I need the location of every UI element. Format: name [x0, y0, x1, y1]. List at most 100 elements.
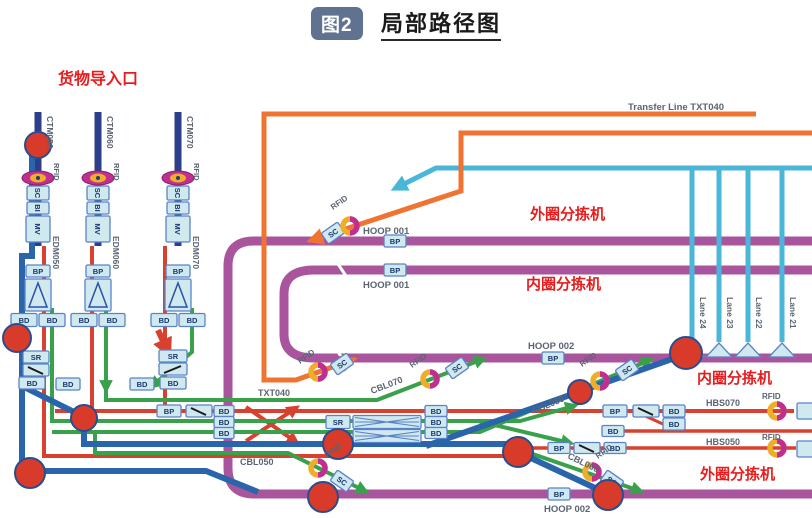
label-ctm060: CTM060: [105, 116, 115, 149]
diverter-glyph: [190, 407, 207, 416]
red-merge-arrow: [153, 328, 172, 359]
diverter-box: [632, 404, 660, 418]
sc-scan-box-rect: [445, 356, 469, 380]
bd-box: BD: [213, 426, 235, 440]
sr-box-label: SR: [333, 418, 344, 427]
diverter-triangle-box: [164, 278, 192, 312]
label-lane24: Lane 24: [698, 297, 708, 329]
sc-box: SC: [26, 185, 50, 201]
bd-box-label: BD: [610, 444, 621, 453]
bp-box-label: BP: [610, 407, 620, 416]
label-hoop002: HOOP 002: [528, 341, 574, 352]
bd-box-label: BD: [137, 380, 148, 389]
label-edm070: EDM070: [191, 236, 201, 269]
bp-box: BP: [541, 351, 565, 365]
sc-scan-box: SC: [330, 352, 354, 376]
mv-box: MV: [85, 215, 111, 243]
label-rfid-col1: RFID: [52, 163, 61, 181]
bd-box-rect: [55, 377, 81, 391]
edge-box-rect: [796, 440, 812, 458]
mv-box: MV: [25, 215, 51, 243]
label-rfid: RFID: [762, 392, 781, 401]
donut-magenta: [599, 371, 610, 391]
label-inner-sorter-bottom: 内圈分拣机: [697, 369, 772, 387]
bi-box-label: BI: [173, 204, 182, 212]
sr-box-rect: [22, 350, 50, 364]
label-rfid: RFID: [762, 433, 781, 442]
hoop001-inner-hairpin: [279, 265, 812, 363]
bd-box-label: BD: [431, 418, 442, 427]
bp-box-label: BP: [554, 490, 564, 499]
bd-box-rect: [98, 312, 126, 328]
junction-marker: [307, 481, 339, 513]
bd-box-label: BD: [187, 316, 198, 325]
label-lane21: Lane 21: [788, 297, 798, 329]
bp-box: BP: [383, 263, 407, 277]
bp-box-rect: [383, 263, 407, 277]
label-ctm070: CTM070: [185, 116, 195, 149]
sc-box-rect: [86, 185, 110, 201]
bp-box: BP: [156, 404, 182, 418]
bp-box-rect: [541, 351, 565, 365]
sc-box-label: SC: [93, 188, 102, 199]
sc-scan-box: SC: [615, 358, 639, 382]
bd-box-label: BD: [219, 429, 230, 438]
bp-box-rect: [383, 234, 407, 248]
bp-box-rect: [85, 264, 111, 278]
bd-box-rect: [603, 441, 627, 455]
donut-magenta: [317, 362, 328, 382]
edge-box: [796, 440, 812, 458]
bi-box-label: BI: [93, 204, 102, 212]
junction-marker: [2, 323, 32, 353]
bd-box-rect: [159, 376, 187, 390]
mv-box-label: MV: [93, 223, 102, 234]
bd-box-rect: [18, 376, 46, 390]
bp-box: BP: [85, 264, 111, 278]
junction-marker: [502, 436, 534, 468]
crossing-box: [352, 428, 422, 444]
page-title: 局部路径图: [381, 6, 502, 41]
bp-box: BP: [165, 264, 191, 278]
diverter-triangle-box: [84, 278, 112, 312]
bp-box-label: BP: [93, 267, 103, 276]
crossing-glyph: [354, 430, 420, 442]
diverter-triangle-box-rect: [164, 278, 192, 312]
label-edm050: EDM050: [51, 236, 61, 269]
rfid-reader-icon: [590, 371, 610, 391]
rfid-eye-icon: [81, 170, 115, 186]
donut-magenta: [591, 462, 602, 482]
label-hbs050: HBS050: [706, 437, 740, 447]
triangle-glyph: [87, 280, 109, 308]
bd-box: BD: [70, 312, 98, 328]
bd-box-label: BD: [669, 407, 680, 416]
figure-badge: 图2: [310, 7, 363, 40]
label-rfid: RFID: [296, 347, 317, 365]
rfid-reader-icon: [340, 216, 360, 236]
gap-mark-top: [336, 263, 348, 277]
bd-box: BD: [129, 377, 155, 391]
green-bus-line: [50, 308, 579, 423]
bi-box-label: BI: [33, 204, 42, 212]
lane-chute-triangle: [704, 342, 734, 358]
bd-box: BD: [178, 312, 206, 328]
bp-box-label: BP: [554, 444, 564, 453]
bp-box-label: BP: [390, 237, 400, 246]
sr-box-label: SR: [31, 353, 42, 362]
label-rfid: RFID: [578, 350, 599, 368]
triangle-glyph: [27, 280, 49, 308]
sc-box-label: SC: [33, 188, 42, 199]
bd-box-rect: [662, 404, 686, 418]
sc-box: SC: [86, 185, 110, 201]
bi-box: BI: [86, 201, 110, 215]
bd-box-label: BD: [159, 316, 170, 325]
rfid-reader-icon: [767, 438, 787, 458]
bd-box-label: BD: [431, 429, 442, 438]
bp-box-rect: [156, 404, 182, 418]
bd-box: BD: [601, 424, 625, 438]
bd-box-rect: [70, 312, 98, 328]
junction-marker: [669, 336, 703, 370]
transfer-cyan-line: [390, 165, 812, 191]
junction-marker: [24, 131, 52, 159]
sc-box-rect: [26, 185, 50, 201]
label-txt040: TXT040: [258, 388, 290, 398]
